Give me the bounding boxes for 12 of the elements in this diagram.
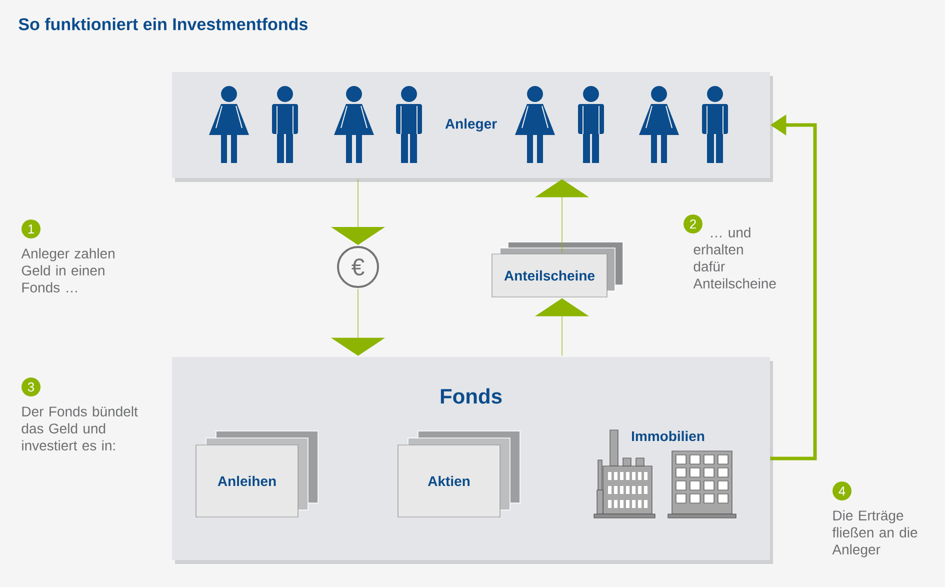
callout-number: 1 — [22, 220, 40, 238]
callout-number: 2 — [684, 214, 702, 234]
step-text: Der Fonds bündelt das Geld und investiert es in: — [22, 406, 138, 450]
building-label: Immobilien — [632, 430, 704, 442]
callout-number: 3 — [22, 378, 40, 396]
callout-number: 4 — [832, 482, 852, 500]
step-text: Anleger zahlen Geld in einen Fonds … — [21, 248, 114, 292]
title: So funktioniert ein Investmentfonds — [18, 18, 308, 30]
certificate-stack: Anteilscheine — [492, 242, 624, 298]
step-text: Die Erträge fließen an die Anleger — [832, 510, 918, 558]
card-stack: Anleihen — [196, 430, 318, 518]
card-stack: Aktien — [398, 430, 520, 518]
